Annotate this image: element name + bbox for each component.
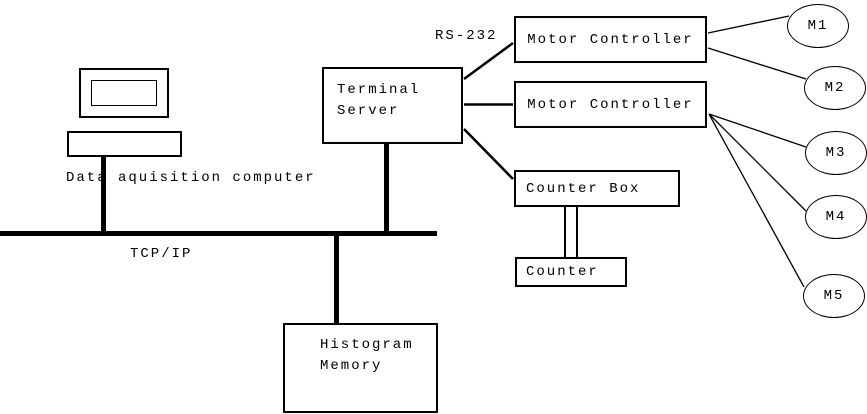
motor-controller-2-box: Motor Controller (514, 81, 707, 128)
controller1-to-m1-line (707, 15, 790, 34)
histogram-memory-label-line1: Histogram (320, 337, 414, 353)
histogram-memory-label-line2: Memory (320, 358, 383, 374)
motor-m2: M2 (804, 66, 866, 110)
monitor-screen-icon (91, 80, 157, 106)
motor-controller-2-label: Motor Controller (527, 96, 694, 113)
histogram-memory-box: Histogram Memory (283, 323, 438, 413)
terminal-to-counterbox-line (463, 128, 514, 180)
controller2-to-m5-line (708, 113, 805, 288)
monitor-icon (79, 68, 169, 118)
terminal-server-label-line1: Terminal (337, 82, 421, 98)
motor-m1: M1 (787, 4, 849, 48)
controller2-to-m3-line (708, 113, 807, 148)
controller1-to-m2-line (707, 47, 807, 80)
counter-box-label: Counter Box (526, 180, 641, 197)
motor-m1-label: M1 (807, 18, 829, 34)
keyboard-icon (67, 131, 182, 157)
counter: Counter (515, 257, 627, 287)
rs232-label: RS-232 (435, 28, 498, 44)
terminal-server-box: Terminal Server (322, 67, 463, 144)
counter-label: Counter (526, 264, 599, 280)
motor-m5: M5 (803, 274, 865, 318)
computer-caption: Data aquisition computer (66, 170, 316, 186)
motor-m2-label: M2 (824, 80, 846, 96)
motor-controller-1-label: Motor Controller (527, 31, 694, 48)
controller2-to-m4-line (708, 113, 807, 212)
motor-m5-label: M5 (823, 288, 845, 304)
motor-m3-label: M3 (825, 145, 847, 161)
rs232-link-line (463, 41, 514, 81)
motor-controller-1-box: Motor Controller (514, 16, 707, 63)
counter-box: Counter Box (514, 170, 680, 207)
terminal-server-label-line2: Server (337, 103, 400, 119)
motor-m3: M3 (805, 131, 867, 175)
tcpip-bus-label: TCP/IP (130, 246, 193, 262)
motor-m4-label: M4 (825, 209, 847, 225)
motor-m4: M4 (805, 195, 867, 239)
